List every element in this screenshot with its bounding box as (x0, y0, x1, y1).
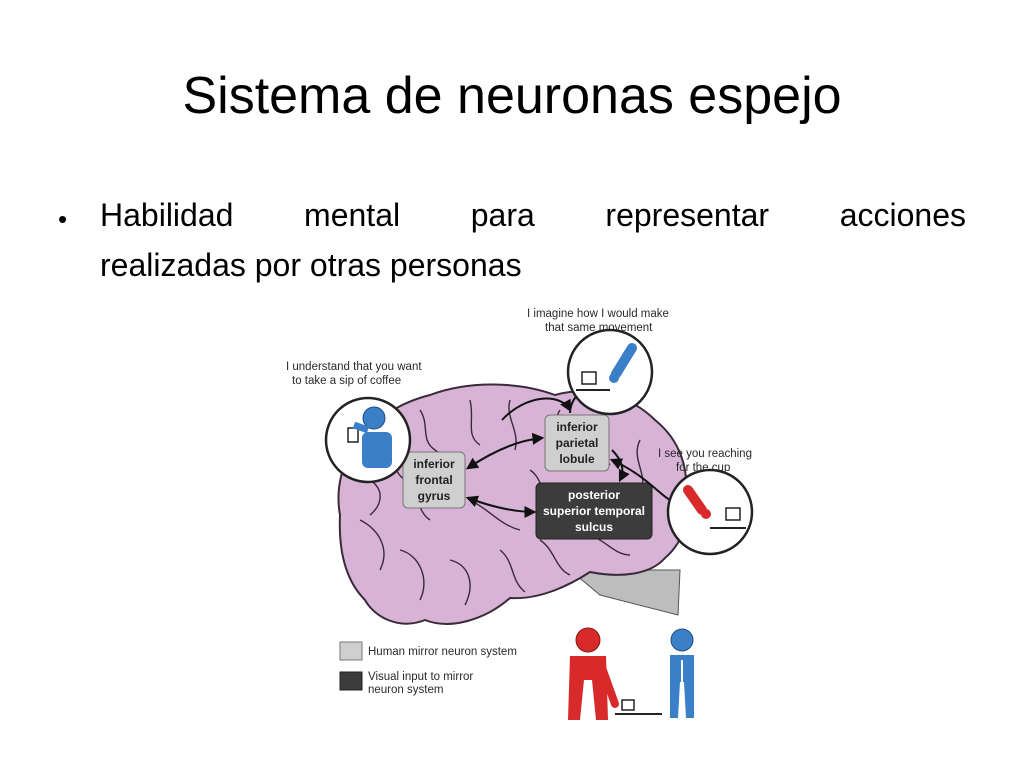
region-psts-label-1: posterior (568, 488, 620, 502)
actor-reach-icon (683, 485, 746, 529)
caption-see-1: I see you reaching (658, 448, 752, 460)
legend-dark-swatch (339, 671, 363, 691)
region-ifg-box (402, 451, 466, 509)
observer-figure-icon (347, 406, 392, 468)
region-ipl-label-1: inferior (556, 420, 598, 434)
imagined-reach-icon (576, 343, 637, 391)
legend-light-label: Human mirror neuron system (368, 646, 517, 658)
legend-dark-label-1: Visual input to mirror (368, 671, 473, 683)
legend-light-swatch (339, 641, 363, 661)
region-psts-label-2: superior temporal (543, 504, 645, 518)
caption-imagine-1: I imagine how I would make (527, 308, 669, 320)
bullet-line-2: realizadas por otras personas (100, 247, 522, 283)
region-ipl-label-3: lobule (559, 452, 595, 466)
cerebellum-shape (568, 569, 681, 616)
bullet-dot-icon: • (58, 204, 68, 234)
region-ipl-label-2: parietal (556, 436, 599, 450)
region-ifg-label-1: inferior (413, 457, 455, 471)
legend-dark-label-2: neuron system (368, 684, 443, 696)
region-ifg-label-2: frontal (415, 473, 452, 487)
caption-understand-1: I understand that you want (286, 361, 422, 373)
bullet-line-1: Habilidad mental para representar accion… (100, 197, 966, 233)
caption-understand-2: to take a sip of coffee (292, 375, 401, 387)
slide-title: Sistema de neuronas espejo (182, 67, 842, 125)
region-ipl-box (544, 414, 610, 472)
observer-standing-icon (670, 628, 694, 718)
vignette-imagine-circle (566, 328, 654, 416)
actor-figure-icon (568, 627, 662, 720)
caption-imagine-2: that same movement (545, 322, 653, 334)
mirror-neuron-diagram: inferior frontal gyrus inferior parietal… (270, 300, 790, 740)
bullet-text: Habilidad mental para representar accion… (100, 190, 966, 290)
region-psts-label-3: sulcus (575, 520, 613, 534)
caption-see-2: for the cup (676, 462, 730, 474)
region-ifg-label-3: gyrus (418, 489, 451, 503)
mirror-neuron-svg: inferior frontal gyrus inferior parietal… (286, 308, 754, 720)
